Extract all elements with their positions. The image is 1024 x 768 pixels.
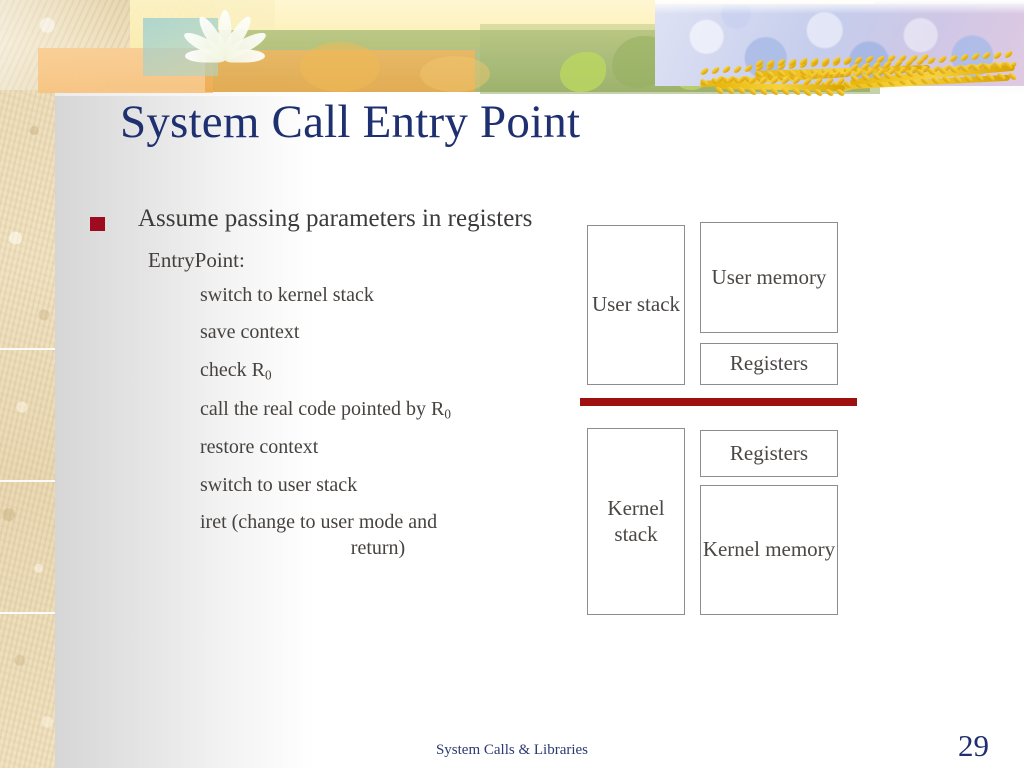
step-item: restore context (200, 435, 556, 461)
banner-leaf-blob (300, 42, 380, 92)
step-item: check R0 (200, 358, 556, 385)
step-subscript: 0 (444, 406, 451, 422)
gray-gradient-band (55, 0, 315, 768)
body-content: Assume passing parameters in registers E… (86, 204, 556, 573)
step-subscript: 0 (264, 367, 272, 383)
step-label: restore context (200, 436, 319, 459)
step-label-continued: return) (350, 536, 406, 559)
diagram-box-user-registers: Registers (700, 343, 838, 385)
step-item: switch to user stack (200, 473, 556, 499)
step-label: save context (200, 321, 300, 344)
bullet-item-1: Assume passing parameters in registers (86, 204, 556, 235)
memory-layout-diagram: User stack User memory Registers Kernel … (580, 215, 880, 620)
step-item: switch to kernel stack (200, 283, 556, 309)
banner-white-flower-icon (165, 8, 285, 90)
diagram-box-user-stack: User stack (587, 225, 685, 385)
diagram-mode-divider (580, 398, 857, 406)
step-item: call the real code pointed by R0 (200, 397, 556, 424)
diagram-box-kernel-memory: Kernel memory (700, 485, 838, 615)
entrypoint-label: EntryPoint: (148, 247, 245, 272)
step-label: iret (change to user mode and (200, 511, 438, 534)
bullet-item-1-label: Assume passing parameters in registers (138, 205, 533, 232)
banner-lavender-top-fade (655, 0, 1024, 14)
bullet-square-icon (90, 217, 105, 231)
banner-leaf-blob (420, 56, 490, 92)
page-title: System Call Entry Point (120, 96, 581, 148)
diagram-box-user-memory: User memory (700, 222, 838, 333)
diagram-box-kernel-stack: Kernel stack (587, 428, 685, 615)
banner-wheat-sprigs-icon (699, 49, 1020, 96)
step-label: check R (200, 358, 265, 381)
step-item: save context (200, 320, 556, 346)
step-label: switch to kernel stack (200, 283, 374, 306)
step-label: call the real code pointed by R (200, 397, 445, 420)
banner-leaf-blob (560, 52, 606, 92)
step-label: switch to user stack (200, 473, 358, 496)
page-number: 29 (958, 728, 989, 763)
step-list: switch to kernel stack save context check … (200, 283, 556, 562)
slide-footer: System Calls & Libraries (435, 742, 589, 758)
decorative-banner (0, 0, 1024, 96)
left-parchment-strip (0, 0, 55, 768)
diagram-box-kernel-registers: Registers (700, 430, 838, 477)
